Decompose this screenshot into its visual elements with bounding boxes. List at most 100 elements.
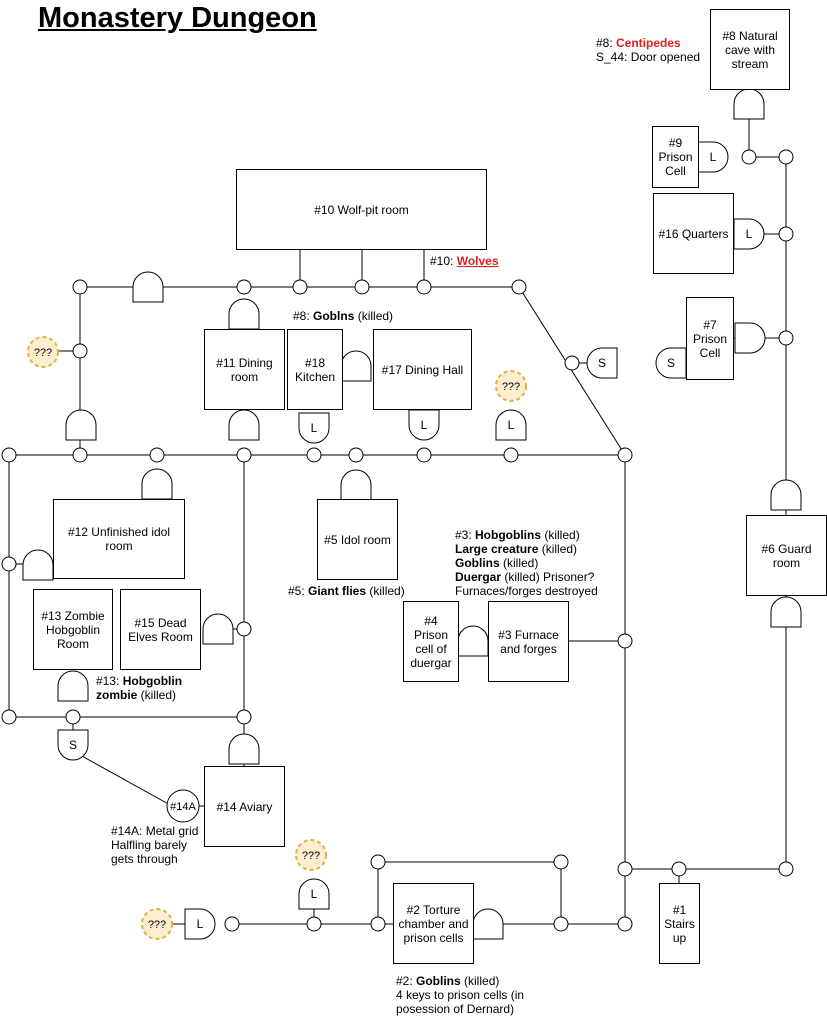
- door-room-11-top[interactable]: [228, 298, 260, 330]
- room-10-wolf-pit[interactable]: #10 Wolf-pit room: [236, 169, 487, 250]
- room-7-prison-cell[interactable]: #7 Prison Cell: [686, 297, 734, 380]
- unknown-label: ???: [148, 919, 166, 931]
- junction-node: [511, 279, 527, 295]
- door-west-corridor[interactable]: [65, 409, 97, 441]
- room-17-dining-hall[interactable]: #17 Dining Hall: [373, 329, 472, 410]
- junction-node: [306, 916, 322, 932]
- junction-node: [1, 556, 17, 572]
- grid-14a-label: #14A: [170, 801, 196, 813]
- junction-node: [778, 149, 794, 165]
- corridor: [518, 286, 626, 456]
- room-9-prison-cell[interactable]: #9 Prison Cell: [652, 126, 699, 188]
- door-room-16-locked[interactable]: [733, 218, 765, 250]
- junction-node: [236, 447, 252, 463]
- junction-node: [741, 149, 757, 165]
- secret-door-room-7[interactable]: [655, 347, 687, 379]
- door-room-8[interactable]: [733, 88, 765, 120]
- room-12-unfinished-idol-room[interactable]: #12 Unfinished idol room: [53, 499, 185, 579]
- secret-door-label: S: [69, 738, 77, 752]
- door-room-13[interactable]: [57, 670, 89, 702]
- note-room-13: #13: Hobgoblin zombie (killed): [96, 674, 183, 702]
- monster-wolves: Wolves: [456, 254, 499, 268]
- door-room-6-bottom[interactable]: [770, 596, 802, 628]
- junction-node: [370, 916, 386, 932]
- corridor: [79, 754, 173, 807]
- junction-node: [553, 854, 569, 870]
- door-room-12-top[interactable]: [141, 468, 173, 500]
- junction-node: [236, 279, 252, 295]
- junction-node: [617, 633, 633, 649]
- room-3-furnace-forges[interactable]: #3 Furnace and forges: [488, 601, 569, 682]
- note-room-8: #8: Centipedes S_44: Door opened: [596, 36, 701, 64]
- unknown-marker[interactable]: [495, 370, 527, 402]
- junction-node: [236, 709, 252, 725]
- locked-door-label: L: [746, 227, 753, 241]
- unknown-label: ???: [302, 850, 320, 862]
- door-locked-south[interactable]: [298, 878, 330, 910]
- junction-node: [224, 916, 240, 932]
- room-6-guard-room[interactable]: #6 Guard room: [746, 515, 827, 596]
- junction-node: [72, 279, 88, 295]
- door-room-14[interactable]: [228, 733, 260, 765]
- door-locked-southwest[interactable]: [184, 908, 216, 940]
- note-room-10: #10: Wolves: [430, 254, 499, 268]
- door-kitchen-dining-hall[interactable]: [340, 350, 372, 382]
- junction-node: [354, 279, 370, 295]
- room-16-quarters[interactable]: #16 Quarters: [653, 193, 734, 274]
- door-room-6-top[interactable]: [770, 479, 802, 511]
- door-top-corridor[interactable]: [132, 271, 164, 303]
- door-room-11-bottom[interactable]: [228, 409, 260, 441]
- locked-door-label: L: [421, 418, 428, 432]
- door-room-17-locked[interactable]: [408, 409, 440, 441]
- room-4-prison-cell-duergar[interactable]: #4 Prison cell of duergar: [403, 601, 459, 682]
- door-room-4[interactable]: [457, 625, 489, 657]
- junction-node: [617, 447, 633, 463]
- note-room-5: #5: Giant flies (killed): [288, 584, 405, 598]
- door-room-7[interactable]: [734, 322, 766, 354]
- door-room-2[interactable]: [472, 908, 504, 940]
- unknown-marker[interactable]: [27, 336, 59, 368]
- locked-door-label: L: [311, 887, 318, 901]
- door-room-12-west[interactable]: [22, 549, 54, 581]
- room-8-natural-cave[interactable]: #8 Natural cave with stream: [710, 9, 790, 90]
- junction-node: [72, 343, 88, 359]
- room-1-stairs-up[interactable]: #1 Stairs up: [659, 883, 700, 964]
- note-room-14a: #14A: Metal grid Halfling barely gets th…: [111, 824, 199, 866]
- junction-node: [564, 355, 580, 371]
- junction-node: [236, 621, 252, 637]
- room-11-dining-room[interactable]: #11 Dining room: [204, 329, 285, 410]
- secret-door-east[interactable]: [586, 347, 618, 379]
- junction-node: [617, 861, 633, 877]
- unknown-label: ???: [502, 381, 520, 393]
- junction-node: [149, 447, 165, 463]
- note-room-3: #3: Hobgoblins (killed) Large creature (…: [455, 528, 598, 598]
- junction-node: [1, 447, 17, 463]
- locked-door-label: L: [508, 418, 515, 432]
- room-2-torture-chamber[interactable]: #2 Torture chamber and prison cells: [393, 883, 474, 964]
- room-14-aviary[interactable]: #14 Aviary: [204, 766, 285, 847]
- door-room-5[interactable]: [340, 469, 372, 501]
- room-13-zombie-hobgoblin[interactable]: #13 Zombie Hobgoblin Room: [33, 589, 113, 670]
- junction-node: [306, 447, 322, 463]
- room-18-kitchen[interactable]: #18 Kitchen: [287, 329, 343, 410]
- junction-node: [671, 861, 687, 877]
- secret-door-room-13[interactable]: [57, 729, 89, 761]
- junction-node: [348, 447, 364, 463]
- grid-14a-marker[interactable]: [166, 789, 200, 823]
- note-room-2: #2: Goblins (killed) 4 keys to prison ce…: [396, 974, 525, 1016]
- locked-door-label: L: [311, 421, 318, 435]
- door-room-9-locked[interactable]: [697, 141, 729, 173]
- junction-node: [553, 916, 569, 932]
- room-5-idol-room[interactable]: #5 Idol room: [317, 499, 398, 580]
- junction-node: [503, 447, 519, 463]
- door-room-15[interactable]: [202, 613, 234, 645]
- unknown-marker[interactable]: [141, 908, 173, 940]
- junction-node: [778, 330, 794, 346]
- junction-node: [1, 709, 17, 725]
- unknown-marker[interactable]: [295, 839, 327, 871]
- room-15-dead-elves[interactable]: #15 Dead Elves Room: [120, 589, 201, 670]
- door-locked-east[interactable]: [495, 409, 527, 441]
- locked-door-label: L: [710, 150, 717, 164]
- door-room-18-locked[interactable]: [298, 412, 330, 444]
